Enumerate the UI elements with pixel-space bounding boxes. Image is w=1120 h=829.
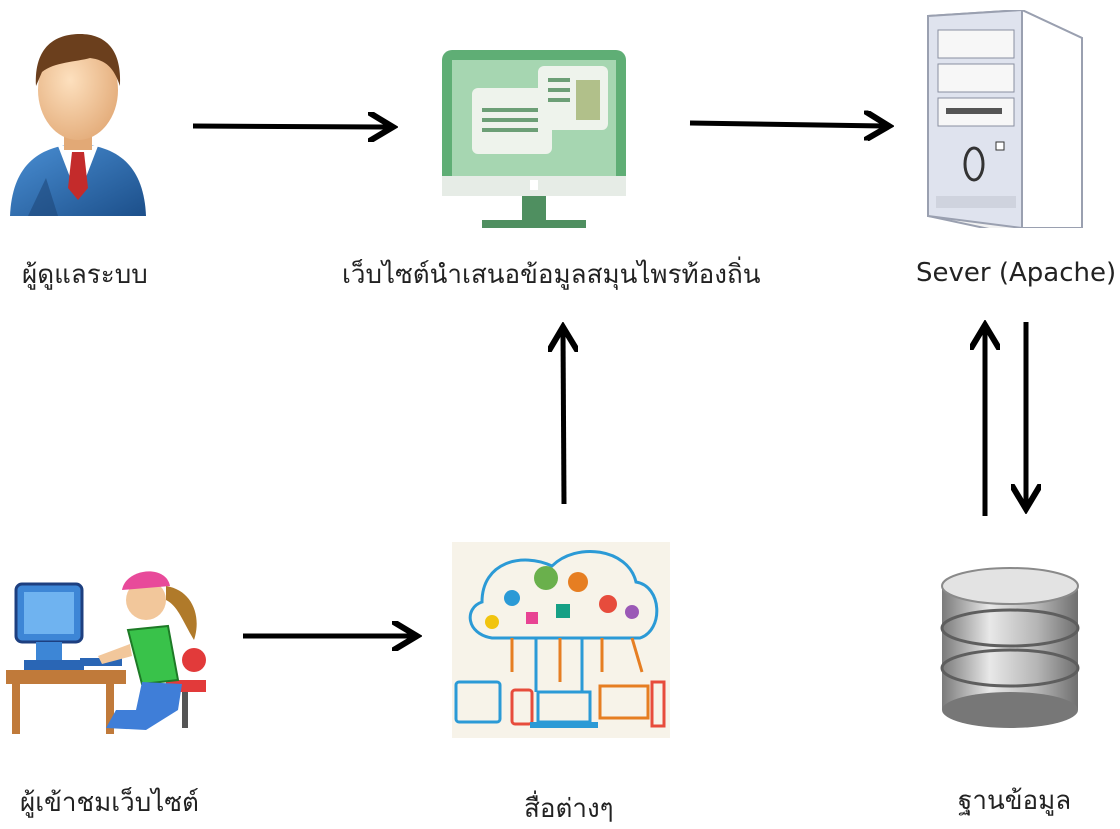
label-server: Sever (Apache) xyxy=(916,258,1117,288)
server-tower-icon xyxy=(927,10,1083,228)
label-website: เว็บไซต์นำเสนอข้อมูลสมุนไพรท้องถิ่น xyxy=(342,260,761,290)
arrow-media-to-website xyxy=(563,332,564,505)
arrow-admin-to-website xyxy=(192,126,388,127)
person-at-computer-icon xyxy=(6,571,206,734)
label-media: สื่อต่างๆ xyxy=(524,794,614,824)
monitor-icon xyxy=(442,50,626,228)
label-visitor: ผู้เข้าชมเว็บไซต์ xyxy=(20,788,199,818)
arrow-website-to-server xyxy=(689,123,884,126)
social-media-network-icon xyxy=(452,542,670,738)
label-admin: ผู้ดูแลระบบ xyxy=(22,260,148,290)
businessman-icon xyxy=(10,34,146,216)
label-database: ฐานข้อมูล xyxy=(958,786,1072,816)
database-cylinder-icon xyxy=(940,567,1080,728)
